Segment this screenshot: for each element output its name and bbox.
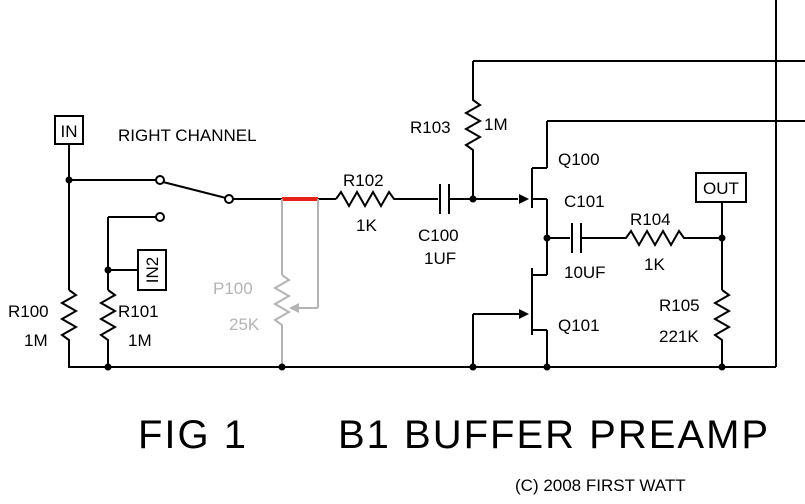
r105-resistor bbox=[712, 289, 732, 367]
switch-lever bbox=[162, 181, 227, 199]
in2-label: IN2 bbox=[143, 257, 162, 283]
figure-number: FIG 1 bbox=[138, 413, 248, 457]
r102-resistor bbox=[335, 189, 438, 209]
in2-terminal-box bbox=[137, 249, 167, 291]
node-dot bbox=[718, 363, 726, 371]
q101-gate-arrow bbox=[519, 309, 529, 319]
in-label: IN bbox=[61, 122, 78, 141]
r105-value: 221K bbox=[659, 327, 699, 346]
r104-value: 1K bbox=[644, 255, 665, 274]
r101-value: 1M bbox=[128, 331, 152, 350]
r104-label: R104 bbox=[630, 210, 671, 229]
r102-value: 1K bbox=[356, 216, 377, 235]
p100-value: 25K bbox=[229, 315, 260, 334]
q100-label: Q100 bbox=[558, 150, 600, 169]
switch-common bbox=[224, 194, 234, 204]
r103-resistor bbox=[463, 61, 483, 199]
switch-contact-b bbox=[155, 212, 165, 222]
p100-wiper-arrow bbox=[289, 303, 299, 313]
node-dot bbox=[543, 363, 551, 371]
r100-label: R100 bbox=[8, 302, 49, 321]
r101-resistor bbox=[98, 289, 118, 367]
node-dot bbox=[469, 363, 477, 371]
channel-label: RIGHT CHANNEL bbox=[118, 126, 257, 145]
r100-value: 1M bbox=[24, 331, 48, 350]
node-dot bbox=[278, 363, 286, 371]
c100-label: C100 bbox=[418, 226, 459, 245]
c101-label: C101 bbox=[564, 192, 605, 211]
q101-label: Q101 bbox=[558, 316, 600, 335]
p100-resistor bbox=[272, 274, 292, 367]
q100-gate-arrow bbox=[519, 194, 529, 204]
r103-value: 1M bbox=[484, 115, 508, 134]
r100-resistor bbox=[59, 289, 79, 367]
r104-resistor bbox=[581, 228, 722, 248]
copyright-text: (C) 2008 FIRST WATT bbox=[515, 476, 686, 495]
out-label: OUT bbox=[703, 179, 739, 198]
p100-label: P100 bbox=[213, 279, 253, 298]
node-dot bbox=[104, 363, 112, 371]
r105-label: R105 bbox=[659, 296, 700, 315]
figure-title: B1 BUFFER PREAMP bbox=[338, 413, 770, 457]
r101-label: R101 bbox=[118, 302, 159, 321]
c101-value: 10UF bbox=[564, 263, 606, 282]
r102-label: R102 bbox=[343, 171, 384, 190]
in-terminal-box bbox=[54, 115, 84, 145]
r103-label: R103 bbox=[410, 118, 451, 137]
switch-contact-a bbox=[155, 175, 165, 185]
c100-value: 1UF bbox=[424, 249, 456, 268]
